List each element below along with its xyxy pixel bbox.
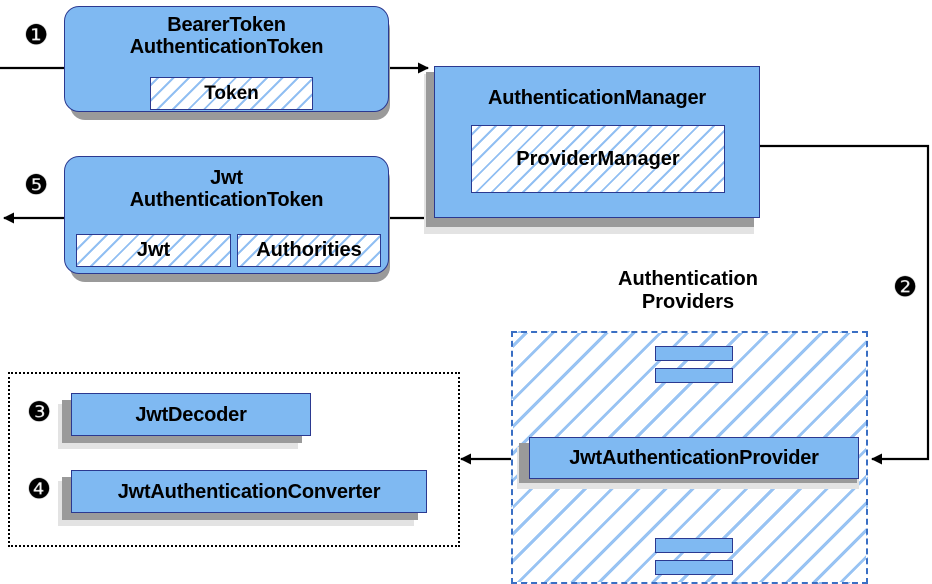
authentication-providers-label-line1: Authentication	[618, 268, 758, 290]
jwt-decoder-title: JwtDecoder	[135, 404, 247, 426]
jwt-token-title-line2: AuthenticationToken	[129, 189, 324, 212]
step-badge-2: ❷	[893, 272, 918, 303]
jwt-token-title: Jwt AuthenticationToken	[65, 167, 388, 212]
bearer-token-title-line2: AuthenticationToken	[129, 36, 324, 59]
step-badge-4: ❹	[27, 474, 52, 505]
jwt-authentication-converter-title: JwtAuthenticationConverter	[117, 481, 381, 503]
provider-bar-top-2	[655, 368, 733, 383]
jwt-decoder-node: JwtDecoder	[71, 393, 311, 436]
provider-bar-top-1	[655, 346, 733, 361]
step-badge-1: ❶	[24, 20, 49, 51]
authentication-manager-inner-provider-manager: ProviderManager	[471, 125, 725, 193]
jwt-authentication-converter-node: JwtAuthenticationConverter	[71, 470, 427, 513]
jwt-authentication-provider-title: JwtAuthenticationProvider	[569, 447, 819, 469]
jwt-token-node: Jwt AuthenticationToken Jwt Authorities	[64, 156, 389, 274]
authentication-providers-label: Authentication Providers	[588, 268, 788, 314]
jwt-token-title-line1: Jwt	[210, 167, 243, 189]
step-badge-5: ❺	[24, 170, 49, 201]
bearer-token-node: BearerToken AuthenticationToken Token	[64, 6, 389, 112]
step-badge-3: ❸	[27, 397, 52, 428]
bearer-token-inner-token: Token	[150, 77, 313, 110]
authentication-manager-title: AuthenticationManager	[487, 87, 707, 109]
provider-bar-bottom-1	[655, 538, 733, 553]
authentication-manager-node: AuthenticationManager ProviderManager	[434, 66, 760, 218]
bearer-token-title: BearerToken AuthenticationToken	[65, 14, 388, 59]
authentication-providers-label-line2: Providers	[641, 291, 735, 313]
provider-bar-bottom-2	[655, 560, 733, 575]
jwt-token-inner-authorities: Authorities	[237, 234, 381, 267]
jwt-authentication-provider-node: JwtAuthenticationProvider	[529, 437, 859, 479]
jwt-token-inner-jwt: Jwt	[76, 234, 231, 267]
bearer-token-title-line1: BearerToken	[167, 14, 286, 36]
jwt-support-group	[8, 372, 460, 547]
